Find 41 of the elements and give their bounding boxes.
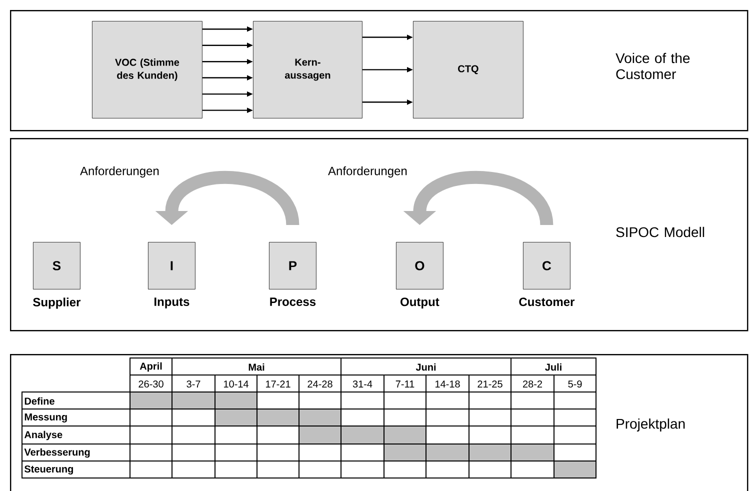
- month-header: Mai: [248, 363, 264, 371]
- date-range: 24-28: [308, 380, 332, 388]
- row-label: Analyse: [24, 430, 62, 440]
- panel-title: SIPOC Modell: [616, 226, 704, 238]
- box-label: Process: [270, 298, 316, 306]
- letter-box: O: [396, 242, 444, 290]
- month-header: Juni: [416, 363, 436, 371]
- process-box: CTQ: [413, 21, 524, 118]
- edge-label: Anforderungen: [80, 166, 159, 178]
- date-range: 26-30: [138, 380, 164, 388]
- date-range: 14-18: [435, 380, 460, 388]
- row-label: Verbesserung: [24, 448, 90, 458]
- box-label: Supplier: [33, 298, 81, 309]
- date-range: 31-4: [352, 380, 372, 388]
- panel-title: Voice of the Customer: [616, 52, 690, 80]
- date-range: 21-25: [478, 380, 502, 388]
- box-label: Inputs: [154, 298, 190, 308]
- date-range: 17-21: [266, 380, 290, 388]
- date-range: 5-9: [568, 380, 582, 388]
- row-label: Messung: [24, 414, 67, 422]
- date-range: 10-14: [224, 380, 248, 388]
- box-label: Customer: [519, 298, 575, 306]
- edge-label: Anforderungen: [328, 166, 407, 178]
- letter-box: S: [33, 242, 80, 290]
- date-range: 7-11: [396, 380, 414, 388]
- process-box: Kern- aussagen: [253, 21, 362, 118]
- panel: [10, 354, 748, 491]
- row-label: Steuerung: [24, 465, 73, 475]
- panel: [10, 138, 748, 332]
- date-range: 3-7: [186, 380, 200, 388]
- letter-box: C: [523, 242, 570, 290]
- month-header: April: [140, 362, 162, 372]
- row-label: Define: [24, 397, 54, 405]
- process-box: VOC (Stimme des Kunden): [92, 21, 202, 118]
- letter-box: P: [269, 242, 316, 290]
- panel-title: Projektplan: [616, 418, 685, 432]
- month-header: Juli: [545, 363, 562, 371]
- panel: [10, 10, 748, 132]
- box-label: Output: [400, 298, 440, 308]
- date-range: 28-2: [523, 380, 542, 388]
- letter-box: I: [148, 242, 196, 290]
